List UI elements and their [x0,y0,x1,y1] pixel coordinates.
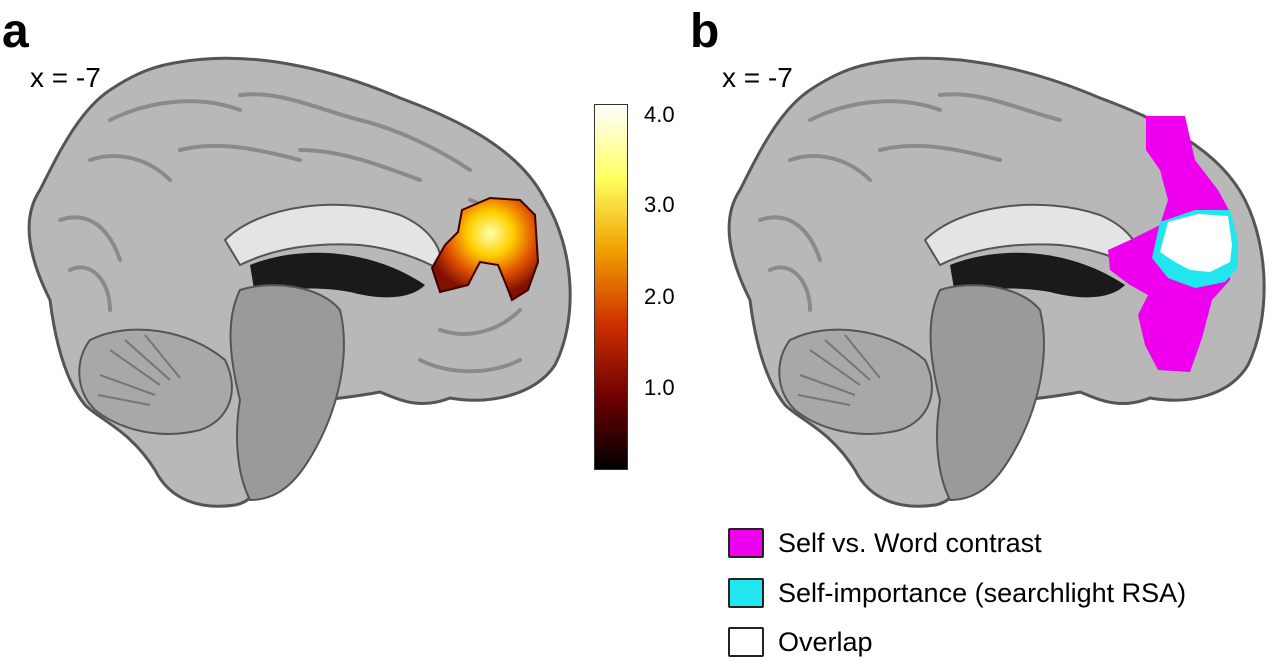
panel-a-letter: a [2,5,29,58]
colorbar-tick: 1.0 [644,375,675,400]
panel-b-coordinate: x = -7 [722,62,793,93]
colorbar [594,104,628,470]
colorbar-tick: 3.0 [644,192,675,217]
legend-label: Overlap [778,627,873,657]
panel-b-letter: b [690,5,720,58]
brain-slice-a [27,56,572,508]
panel-a-coordinate: x = -7 [30,62,101,93]
legend-swatch [728,578,764,608]
brainstem [229,284,345,502]
brain-slice-b [727,56,1266,508]
legend-item-rsa: Self-importance (searchlight RSA) [728,575,1186,611]
overlap-region [1160,214,1232,272]
legend-swatch [728,528,764,558]
legend-item-overlap: Overlap [728,624,873,660]
legend-item-contrast: Self vs. Word contrast [728,525,1042,561]
legend-swatch [728,627,764,657]
colorbar-tick: 4.0 [644,102,675,127]
legend-label: Self vs. Word contrast [778,528,1042,558]
activation-cluster [430,196,540,302]
legend-label: Self-importance (searchlight RSA) [778,578,1187,608]
colorbar-tick: 2.0 [644,284,675,309]
brainstem [929,284,1045,502]
